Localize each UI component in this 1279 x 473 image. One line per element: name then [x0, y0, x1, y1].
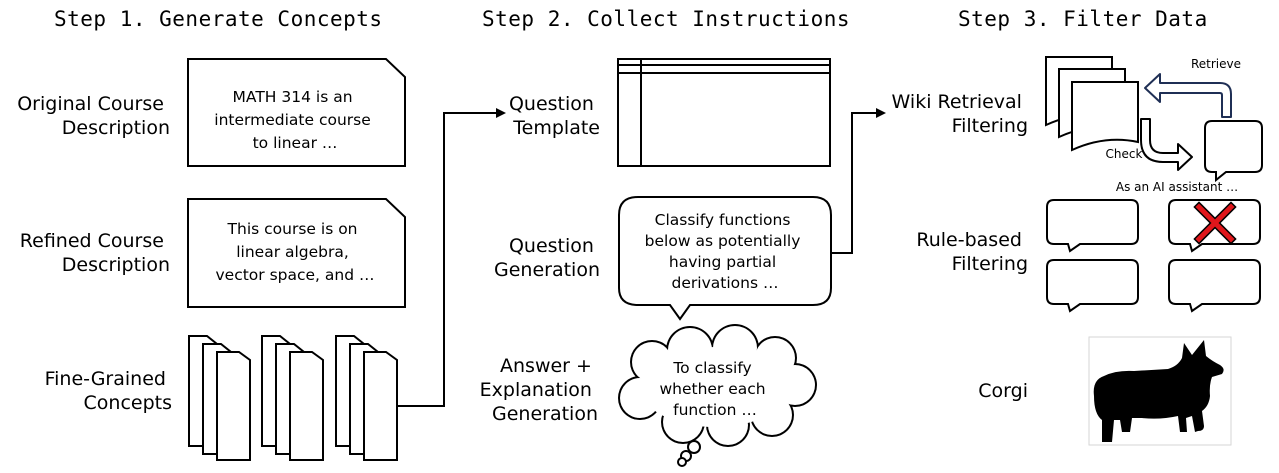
stacked-pages-icon	[188, 335, 398, 461]
refined-course-label: Refined Course Description	[20, 230, 170, 276]
thought-cloud	[618, 324, 817, 467]
assistant-text: As an AI assistant …	[1116, 180, 1238, 194]
original-description-box	[187, 58, 406, 167]
original-course-label: Original Course Description	[17, 93, 170, 139]
check-label: Check	[1106, 147, 1143, 161]
retrieve-arrow	[1144, 73, 1232, 118]
red-x-icon	[1193, 201, 1237, 245]
step1-title: Step 1. Generate Concepts	[54, 7, 383, 31]
question-speech-bubble	[618, 196, 832, 321]
response-bubble-3	[1046, 259, 1139, 313]
step3-title: Step 3. Filter Data	[958, 7, 1208, 31]
fine-grained-label: Fine-Grained Concepts	[45, 368, 172, 414]
wiki-retrieval-label: Wiki Retrieval Filtering	[892, 91, 1028, 137]
response-bubble-4	[1168, 259, 1261, 313]
response-bubble-1	[1046, 199, 1139, 253]
corgi-silhouette-icon	[1093, 340, 1224, 442]
answer-explanation-text: To classify whether each function …	[659, 359, 770, 419]
wiki-documents-icon	[1045, 56, 1139, 152]
question-generation-label: Question Generation	[494, 235, 600, 281]
step2-title: Step 2. Collect Instructions	[482, 7, 850, 31]
concepts-to-template-arrow	[398, 108, 506, 407]
question-template-label: Question Template	[509, 93, 600, 139]
question-template-table	[617, 58, 831, 167]
rule-based-label: Rule-based Filtering	[916, 229, 1028, 275]
refined-description-text: This course is on linear algebra, vector…	[215, 220, 374, 284]
question-generation-text: Classify functions below as potentially …	[645, 211, 806, 292]
answer-explanation-label: Answer + Explanation Generation	[480, 355, 598, 425]
refined-description-box	[187, 198, 406, 308]
assistant-speech-bubble	[1204, 120, 1263, 183]
corgi-label: Corgi	[978, 380, 1028, 402]
question-to-wiki-arrow	[832, 108, 886, 254]
retrieve-label: Retrieve	[1191, 57, 1241, 71]
original-description-text: MATH 314 is an intermediate course to li…	[214, 88, 375, 152]
rule-based-bubbles	[1046, 199, 1261, 313]
check-arrow	[1140, 118, 1193, 171]
